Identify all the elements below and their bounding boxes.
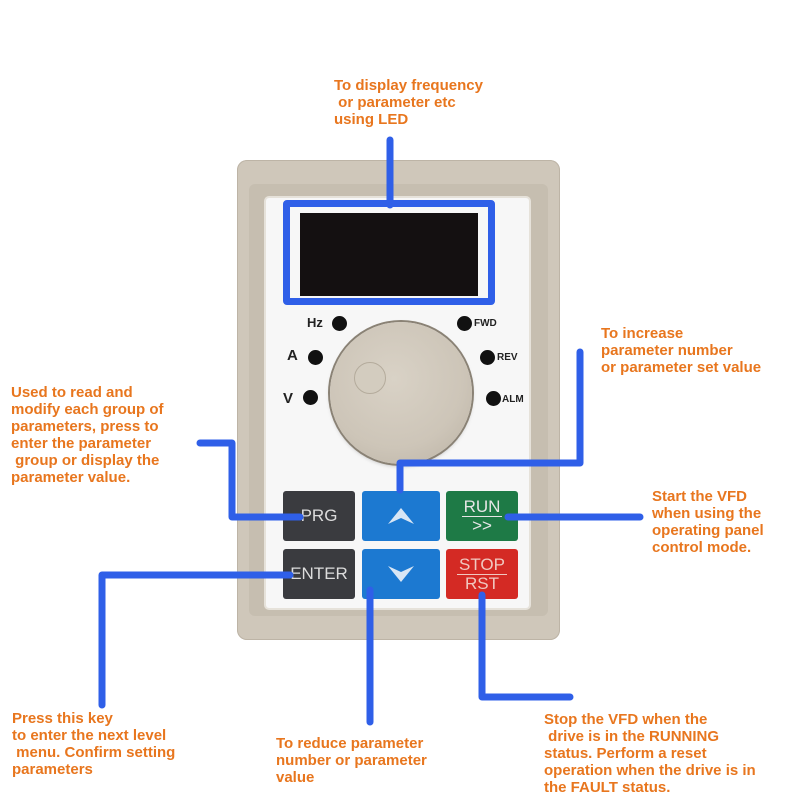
callout-prg: Used to read and modify each group of pa… bbox=[11, 384, 164, 486]
callout-up: To increase parameter number or paramete… bbox=[601, 325, 762, 376]
run-button-label: RUN bbox=[461, 496, 503, 517]
led-a bbox=[308, 350, 323, 365]
callout-display: To display frequency or parameter etc us… bbox=[334, 77, 483, 128]
leader-stop bbox=[478, 591, 574, 701]
indicator-label-fwd: FWD bbox=[474, 318, 497, 329]
callout-down: To reduce parameter number or parameter … bbox=[276, 735, 427, 786]
led-hz bbox=[332, 316, 347, 331]
stop-button-label: STOP bbox=[457, 554, 507, 575]
run-forward-icon: >> bbox=[472, 515, 492, 535]
led-rev bbox=[480, 350, 495, 365]
chevron-down-icon bbox=[388, 566, 414, 582]
indicator-label-alm: ALM bbox=[502, 394, 524, 405]
leader-prg bbox=[196, 439, 304, 521]
leader-enter bbox=[98, 571, 294, 709]
down-button[interactable] bbox=[362, 549, 440, 599]
indicator-label-rev: REV bbox=[497, 352, 518, 363]
up-button[interactable] bbox=[362, 491, 440, 541]
chevron-up-icon bbox=[388, 508, 414, 524]
enter-button-label: ENTER bbox=[290, 564, 348, 583]
led-alm bbox=[486, 391, 501, 406]
callout-run: Start the VFD when using the operating p… bbox=[652, 488, 764, 556]
potentiometer-knob[interactable] bbox=[330, 322, 472, 464]
callout-stop: Stop the VFD when the drive is in the RU… bbox=[544, 711, 756, 796]
led-v bbox=[303, 390, 318, 405]
stop-reset-button[interactable]: STOP RST bbox=[446, 549, 518, 599]
leader-up bbox=[396, 348, 584, 494]
indicator-label-hz: Hz bbox=[307, 315, 323, 330]
callout-enter: Press this key to enter the next level m… bbox=[12, 710, 176, 778]
led-display bbox=[300, 213, 478, 296]
indicator-label-a: A bbox=[287, 347, 298, 364]
led-fwd bbox=[457, 316, 472, 331]
enter-button[interactable]: ENTER bbox=[283, 549, 355, 599]
indicator-label-v: V bbox=[283, 390, 294, 407]
knob-grip-dimple bbox=[354, 362, 386, 394]
reset-button-label: RST bbox=[465, 573, 499, 593]
prg-button-label: PRG bbox=[300, 506, 338, 525]
